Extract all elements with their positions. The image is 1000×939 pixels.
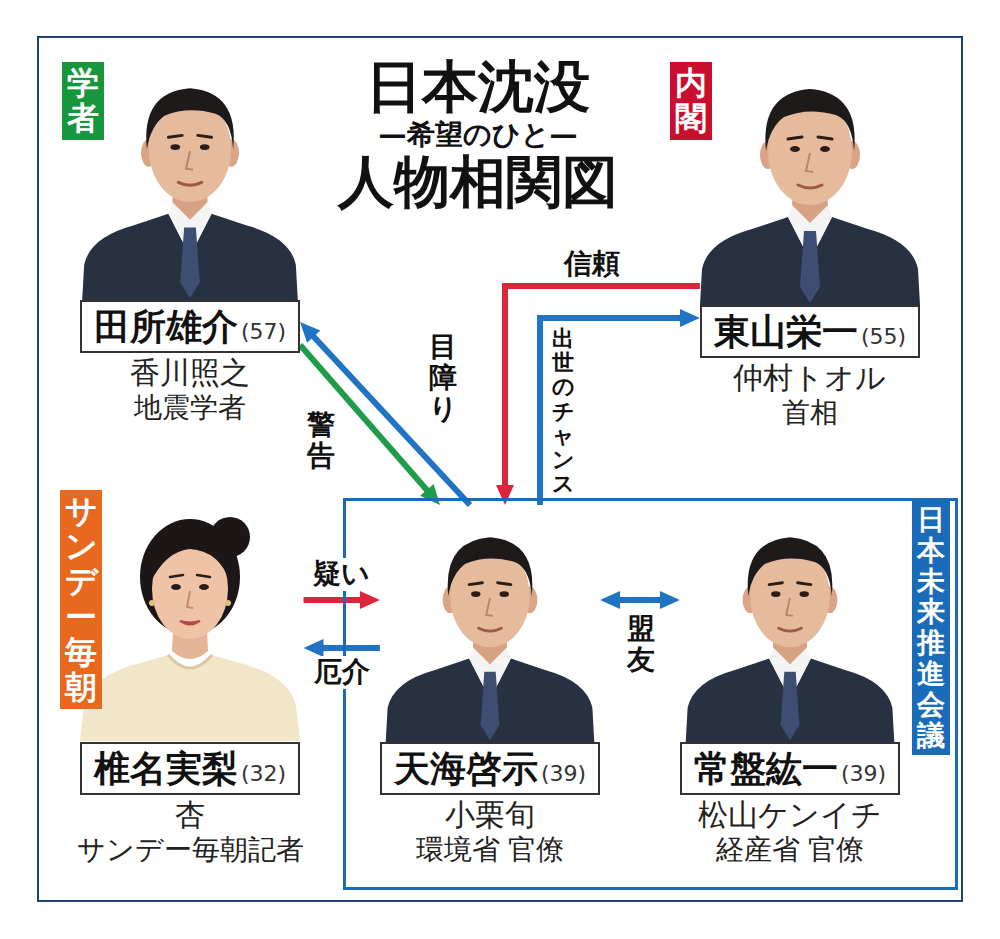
- name-box: 常盤紘一(39): [680, 742, 900, 795]
- connector-line: [304, 597, 364, 603]
- outer-border: [38, 37, 962, 901]
- edge-label: 疑い: [311, 558, 372, 591]
- connector: [300, 322, 470, 505]
- connector: [300, 345, 440, 505]
- name-box: 椎名実梨(32): [80, 742, 300, 795]
- name-box: 天海啓示(39): [380, 742, 600, 795]
- edge-label: 厄介: [312, 656, 372, 689]
- arrowhead: [660, 591, 680, 609]
- arrowhead: [496, 485, 514, 505]
- portrait: [686, 537, 895, 742]
- connector: [496, 286, 700, 505]
- role-text: 経産省 官僚: [716, 833, 865, 867]
- connector-line: [300, 345, 429, 493]
- group-tag: 日本未来推進会議: [912, 501, 950, 755]
- person-name: 天海啓示: [394, 747, 538, 790]
- actor-name: 小栗旬: [445, 797, 535, 833]
- arrowhead: [600, 591, 620, 609]
- title-block: 日本沈没—希望のひと—人物相関図: [318, 56, 638, 213]
- portrait: [80, 517, 300, 741]
- name-box: 東山栄一(55): [700, 305, 920, 358]
- arrowhead: [304, 639, 324, 657]
- arrowhead: [360, 591, 380, 609]
- title-text: —希望のひと—: [318, 118, 638, 152]
- connector: [304, 639, 380, 657]
- connector-line: [616, 597, 664, 603]
- edge-label: 信頼: [562, 248, 622, 281]
- person-age: (32): [241, 761, 286, 787]
- person-name: 椎名実梨: [94, 747, 238, 790]
- role-text: 地震学者: [134, 391, 246, 425]
- role-text: 首相: [782, 396, 838, 430]
- portrait: [82, 88, 298, 300]
- person-name: 東山栄一: [714, 310, 858, 353]
- person-age: (39): [841, 761, 886, 787]
- connector: [304, 591, 380, 609]
- edge-label: 目障り: [428, 330, 458, 426]
- actor-name: 仲村トオル: [733, 360, 886, 396]
- edge-label: 出世のチャンス: [551, 325, 575, 498]
- group-tag: サンデー毎朝: [60, 490, 102, 709]
- role-text: 環境省 官僚: [416, 833, 565, 867]
- person-card: 学者田所雄介(57)香川照之地震学者: [80, 55, 300, 425]
- person-age: (55): [861, 324, 906, 350]
- actor-name: 香川照之: [130, 355, 250, 391]
- group-tag: 内閣: [670, 62, 712, 140]
- edge-label: 盟友: [626, 612, 656, 678]
- portrait: [386, 537, 595, 742]
- arrowhead: [300, 322, 320, 343]
- connector-line: [320, 645, 380, 651]
- person-age: (39): [541, 761, 586, 787]
- portrait: [700, 89, 920, 305]
- role-text: サンデー毎朝記者: [77, 833, 304, 867]
- group-tag: 学者: [62, 62, 104, 140]
- person-card: 天海啓示(39)小栗旬環境省 官僚: [380, 505, 600, 867]
- title-text: 日本沈没: [318, 56, 638, 118]
- actor-name: 杏: [175, 797, 205, 833]
- title-text: 人物相関図: [318, 151, 638, 213]
- connector: [540, 309, 700, 505]
- person-card: 内閣東山栄一(55)仲村トオル首相: [700, 55, 920, 430]
- arrowhead: [420, 484, 440, 505]
- person-card: 常盤紘一(39)松山ケンイチ経産省 官僚: [680, 505, 900, 867]
- connector: [600, 591, 680, 609]
- actor-name: 松山ケンイチ: [698, 797, 882, 833]
- person-card: サンデー毎朝椎名実梨(32)杏サンデー毎朝記者: [77, 490, 304, 867]
- connector-line: [540, 318, 684, 505]
- person-name: 田所雄介: [94, 305, 238, 348]
- group-frame: 日本未来推進会議天海啓示(39)小栗旬環境省 官僚常盤紘一(39)松山ケンイチ経…: [343, 498, 958, 890]
- person-name: 常盤紘一: [694, 747, 838, 790]
- arrowhead: [680, 309, 700, 327]
- name-box: 田所雄介(57): [80, 300, 300, 353]
- person-age: (57): [241, 319, 286, 345]
- edge-label: 警告: [306, 408, 336, 474]
